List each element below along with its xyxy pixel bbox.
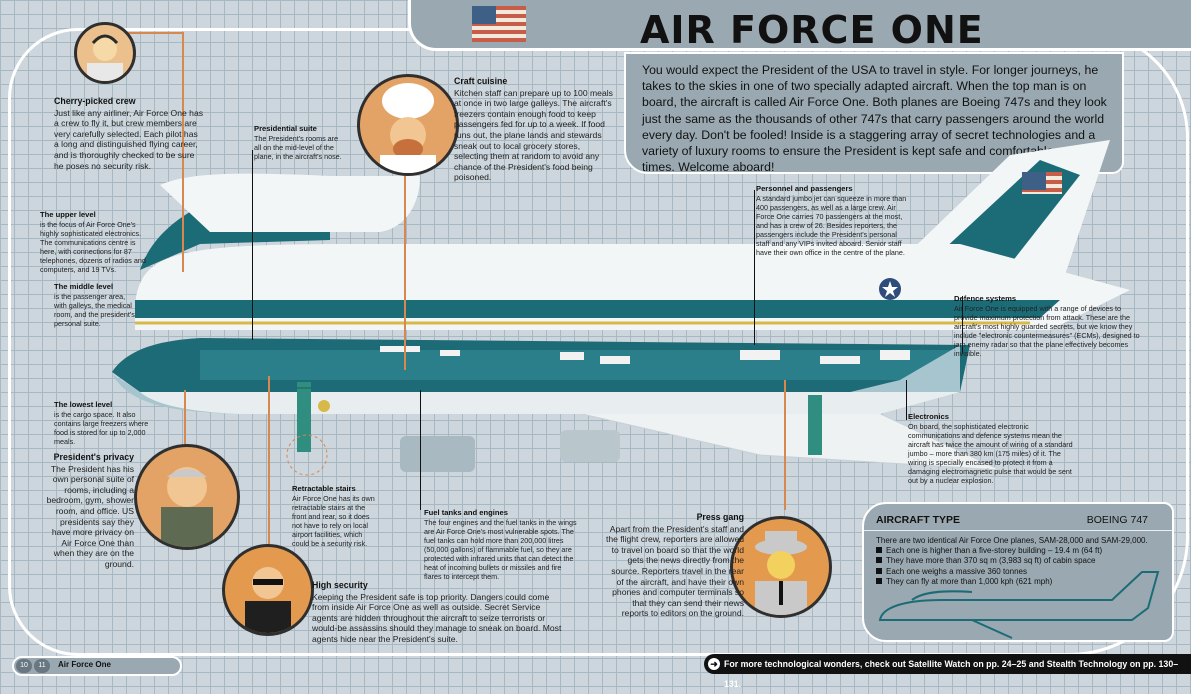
engine-inner [400, 436, 475, 472]
caption-title: Electronics [908, 412, 949, 421]
fuselage-belly [140, 392, 960, 414]
intro-text: You would expect the President of the US… [624, 52, 1124, 174]
caption-body: Kitchen staff can prepare up to 100 meal… [454, 87, 613, 183]
caption-body: Air Force One is equipped with a range o… [954, 304, 1140, 358]
caption-title: Craft cuisine [454, 76, 508, 86]
fact-item: They have more than 370 sq m (3,983 sq f… [876, 556, 1148, 566]
stairs-highlight [286, 434, 328, 476]
caption-body: Apart from the President's staff and the… [605, 523, 744, 619]
aircraft-type-panel: AIRCRAFT TYPE BOEING 747 There are two i… [862, 502, 1174, 642]
agent-sunglasses-icon [245, 567, 291, 633]
arrow-right-icon: ➜ [708, 658, 720, 670]
pilot-headset-icon [87, 34, 123, 81]
connector-line [182, 32, 184, 272]
caption-body: The President has his own personal suite… [46, 463, 134, 569]
upper-deck-roof [160, 173, 420, 232]
caption-body: The President's rooms are all on the mid… [254, 134, 342, 161]
front-stairs [297, 382, 311, 452]
section-label: Air Force One [58, 660, 111, 669]
connector-line [962, 296, 963, 354]
page-number-right: 11 [34, 659, 50, 673]
page-title: AIR FORCE ONE [640, 8, 984, 52]
president-portrait [134, 444, 240, 550]
chef-icon [380, 83, 436, 173]
caption-title: Fuel tanks and engines [424, 508, 508, 517]
caption-body: On board, the sophisticated electronic c… [908, 422, 1073, 485]
cross-reference-bar: ➜ For more technological wonders, check … [704, 654, 1191, 689]
agent-portrait [222, 544, 314, 636]
caption-title: Presidential suite [254, 124, 317, 133]
connector-line [128, 32, 182, 34]
connector-line [268, 376, 270, 554]
fact-item: Each one is higher than a five-storey bu… [876, 546, 1148, 556]
caption-body: Just like any airliner, Air Force One ha… [54, 107, 204, 171]
page-number-left: 10 [16, 659, 32, 673]
rear-stairs [808, 395, 822, 455]
page-footer: 10 11 Air Force One [12, 656, 182, 676]
us-flag-icon [472, 6, 526, 42]
aircraft-summary: There are two identical Air Force One pl… [876, 536, 1148, 545]
engine-outer [560, 430, 620, 462]
caption-body: is the cargo space. It also contains lar… [54, 410, 149, 446]
aircraft-type-header: AIRCRAFT TYPE BOEING 747 [864, 512, 1172, 531]
fuselage-stripe [135, 300, 1060, 318]
aircraft-type-label: AIRCRAFT TYPE [876, 514, 960, 526]
caption-body: Keeping the President safe is top priori… [312, 591, 562, 644]
fact-item: Each one weighs a massive 360 tonnes [876, 567, 1148, 577]
connector-line [420, 390, 421, 510]
cabin-seats [380, 346, 910, 364]
chef-portrait [357, 74, 459, 176]
caption-title: Defence systems [954, 294, 1017, 303]
connector-line [784, 380, 786, 510]
connector-line [906, 380, 907, 420]
caption-title: Cherry-picked crew [54, 96, 136, 106]
caption-body: is the focus of Air Force One's highly s… [40, 220, 146, 274]
caption-title: The lowest level [54, 400, 113, 409]
pilot-portrait [74, 22, 136, 84]
door-emblem [318, 400, 330, 412]
caption-title: President's privacy [53, 452, 134, 462]
boeing-747-silhouette-icon [878, 571, 1160, 639]
caption-body: Air Force One has its own retractable st… [292, 494, 375, 548]
fact-item: They can fly at more than 1,000 kph (621… [876, 577, 1148, 587]
connector-line [404, 150, 406, 370]
caption-body: The four engines and the fuel tanks in t… [424, 518, 577, 581]
caption-title: Personnel and passengers [756, 184, 853, 193]
caption-title: Retractable stairs [292, 484, 356, 493]
title-panel [408, 0, 1191, 51]
us-flag-tail-icon [1022, 172, 1062, 194]
reporter-portrait [730, 516, 832, 618]
caption-title: High security [312, 580, 368, 590]
connector-line [184, 390, 186, 450]
president-icon [161, 467, 213, 547]
caption-title: Press gang [696, 512, 744, 522]
connector-line [754, 190, 755, 345]
caption-body: A standard jumbo jet can squeeze in more… [756, 194, 907, 257]
caption-title: The middle level [54, 282, 114, 291]
caption-body: is the passenger area, with galleys, the… [54, 292, 135, 328]
aircraft-type-facts: There are two identical Air Force One pl… [876, 536, 1148, 587]
connector-line [252, 150, 253, 340]
caption-title: The upper level [40, 210, 96, 219]
aircraft-type-value: BOEING 747 [1086, 514, 1148, 526]
cross-reference-text: For more technological wonders, check ou… [724, 659, 1179, 689]
reporter-hat-icon [755, 531, 807, 615]
